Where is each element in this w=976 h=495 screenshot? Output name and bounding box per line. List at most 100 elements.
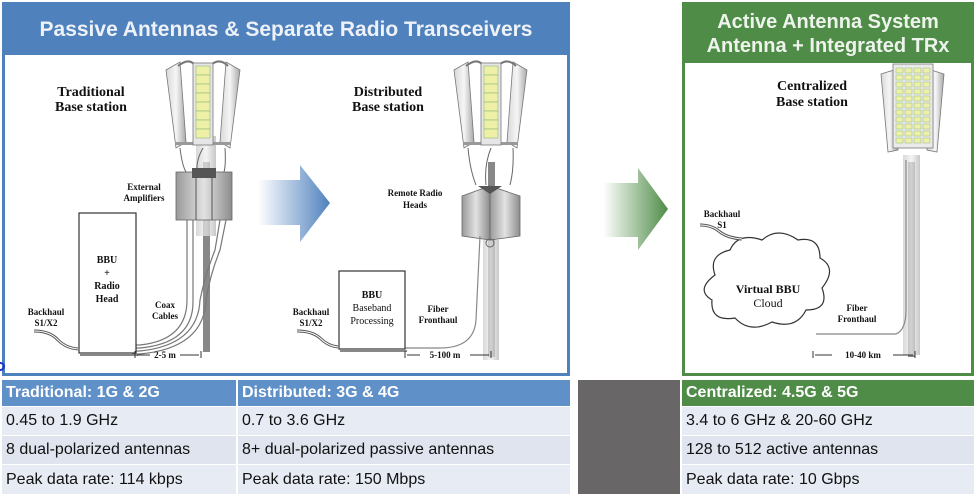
antenna-element [904, 116, 913, 123]
backhaul-s1-label-2: S1 [717, 220, 727, 230]
distance-marker-traditional [134, 351, 202, 358]
antenna-element [904, 67, 913, 74]
bbu-baseband-label-3: Processing [350, 316, 393, 327]
antenna-element [904, 102, 913, 109]
antenna-element [904, 123, 913, 130]
antenna-element [904, 109, 913, 116]
bbu-label-1: BBU [97, 255, 118, 266]
distance-marker-centralized [812, 351, 916, 358]
table-header-distributed: Distributed: 3G & 4G [238, 380, 570, 406]
antenna-element [904, 95, 913, 102]
antenna-element [913, 81, 922, 88]
bbu-radio-head-box [33, 212, 138, 356]
bbu-baseband-label-1: BBU [362, 290, 383, 301]
antenna-element [895, 130, 904, 137]
active-antenna-array-icon [880, 63, 945, 357]
table-header-traditional: Traditional: 1G & 2G [2, 380, 236, 406]
cursor-marker [0, 362, 5, 371]
backhaul-s1-label-1: Backhaul [704, 209, 741, 219]
coax-label-1: Coax [155, 300, 175, 310]
active-title-line2: Antenna + Integrated TRx [706, 35, 950, 57]
antenna-element [913, 102, 922, 109]
backhaul-dist-label-2: S1/X2 [299, 318, 323, 328]
fiber-central-label-2: Fronthaul [838, 314, 877, 324]
antenna-element [922, 109, 931, 116]
antenna-element [922, 137, 931, 144]
antenna-element [895, 95, 904, 102]
antenna-element [913, 74, 922, 81]
antenna-element [922, 102, 931, 109]
active-title-line1: Active Antenna System [717, 11, 939, 33]
antenna-element [913, 123, 922, 130]
table-cell: 128 to 512 active antennas [682, 436, 974, 464]
bbu-label-4: Head [96, 294, 119, 305]
antenna-element [895, 116, 904, 123]
remote-radio-heads [461, 185, 491, 241]
traditional-antenna-icon [132, 60, 241, 355]
antenna-element [913, 130, 922, 137]
virtual-bbu-cloud [699, 160, 907, 335]
antenna-element [895, 123, 904, 130]
backhaul-label-2: S1/X2 [34, 318, 58, 328]
distance-label-centralized: 10-40 km [845, 350, 881, 360]
rrh-label-1: Remote Radio [388, 188, 443, 198]
table-cell: 8+ dual-polarized passive antennas [238, 436, 570, 464]
antenna-element [904, 88, 913, 95]
antenna-element [913, 88, 922, 95]
distributed-label-2: Base station [352, 100, 424, 115]
distributed-label-1: Distributed [354, 85, 423, 100]
antenna-element [904, 81, 913, 88]
external-amplifiers [175, 171, 233, 221]
antenna-element [913, 116, 922, 123]
distance-marker-distributed [404, 351, 492, 358]
antenna-element [922, 95, 931, 102]
antenna-element [922, 123, 931, 130]
traditional-label-2: Base station [55, 100, 127, 115]
green-transition-arrow [603, 168, 668, 250]
antenna-element [895, 109, 904, 116]
distributed-antenna-icon [405, 60, 528, 360]
fiber-label-2: Fronthaul [419, 315, 458, 325]
antenna-element [895, 137, 904, 144]
table-cell: 3.4 to 6 GHz & 20-60 GHz [682, 407, 974, 435]
amplifier-label-2: Amplifiers [124, 193, 165, 203]
cloud-label-2: Cloud [753, 296, 782, 310]
blue-transition-arrow [258, 165, 330, 242]
active-panel-title: Active Antenna System Antenna + Integrat… [685, 5, 971, 63]
antenna-element [913, 67, 922, 74]
backhaul-dist-label-1: Backhaul [293, 307, 330, 317]
centralized-label-2: Base station [776, 95, 848, 110]
antenna-element [913, 95, 922, 102]
table-cell: 8 dual-polarized antennas [2, 436, 236, 464]
traditional-label-1: Traditional [57, 85, 125, 100]
backhaul-label-1: Backhaul [28, 307, 65, 317]
antenna-element [904, 74, 913, 81]
antenna-element [922, 81, 931, 88]
rrh-label-2: Heads [403, 200, 428, 210]
table-cell: 0.7 to 3.6 GHz [238, 407, 570, 435]
bbu-label-2: + [104, 268, 110, 279]
antenna-element [895, 74, 904, 81]
distance-label-traditional: 2-5 m [154, 350, 176, 360]
table-cell: 0.45 to 1.9 GHz [2, 407, 236, 435]
antenna-element [904, 130, 913, 137]
antenna-element [913, 137, 922, 144]
antenna-element [922, 67, 931, 74]
antenna-element [922, 74, 931, 81]
antenna-element [922, 88, 931, 95]
distance-label-distributed: 5-100 m [430, 350, 461, 360]
table-cell: Peak data rate: 150 Mbps [238, 465, 570, 494]
antenna-element [895, 81, 904, 88]
cloud-label-1: Virtual BBU [736, 282, 801, 296]
amplifier-label-1: External [127, 182, 161, 192]
antenna-element [895, 102, 904, 109]
centralized-label-1: Centralized [777, 79, 847, 94]
antenna-element [913, 109, 922, 116]
table-header-centralized: Centralized: 4.5G & 5G [682, 380, 974, 406]
table-cell: Peak data rate: 114 kbps [2, 465, 236, 494]
fiber-central-label-1: Fiber [847, 303, 868, 313]
antenna-element [904, 137, 913, 144]
coax-label-2: Cables [152, 311, 179, 321]
bbu-baseband-box [296, 270, 407, 352]
